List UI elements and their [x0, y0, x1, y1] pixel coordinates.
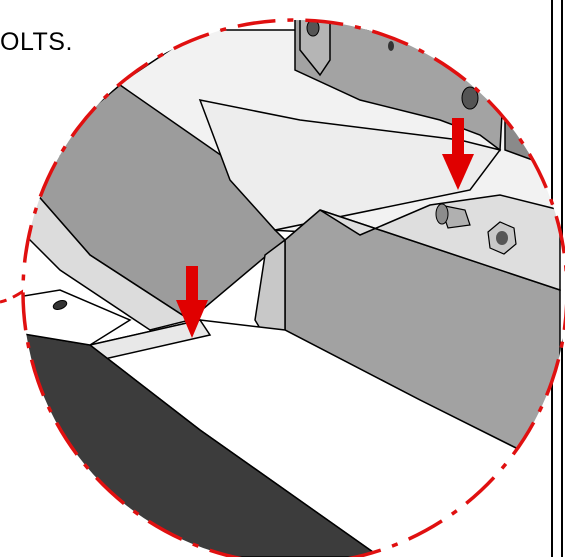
callout-leader: [0, 288, 26, 304]
caption-text: OLTS.: [0, 28, 73, 56]
bolt-icon: [435, 203, 471, 229]
tab-hole: [306, 20, 320, 37]
small-hole: [388, 41, 394, 51]
mounting-tab: [299, 20, 331, 77]
threaded-hole: [461, 86, 479, 110]
red-down-arrow-icon: [442, 118, 474, 190]
left-baffle-edge: [23, 173, 192, 331]
flange-slot: [52, 300, 68, 310]
hex-nut-icon: [487, 221, 517, 255]
left-flange: [23, 289, 132, 346]
red-down-arrow-icon: [176, 266, 208, 338]
